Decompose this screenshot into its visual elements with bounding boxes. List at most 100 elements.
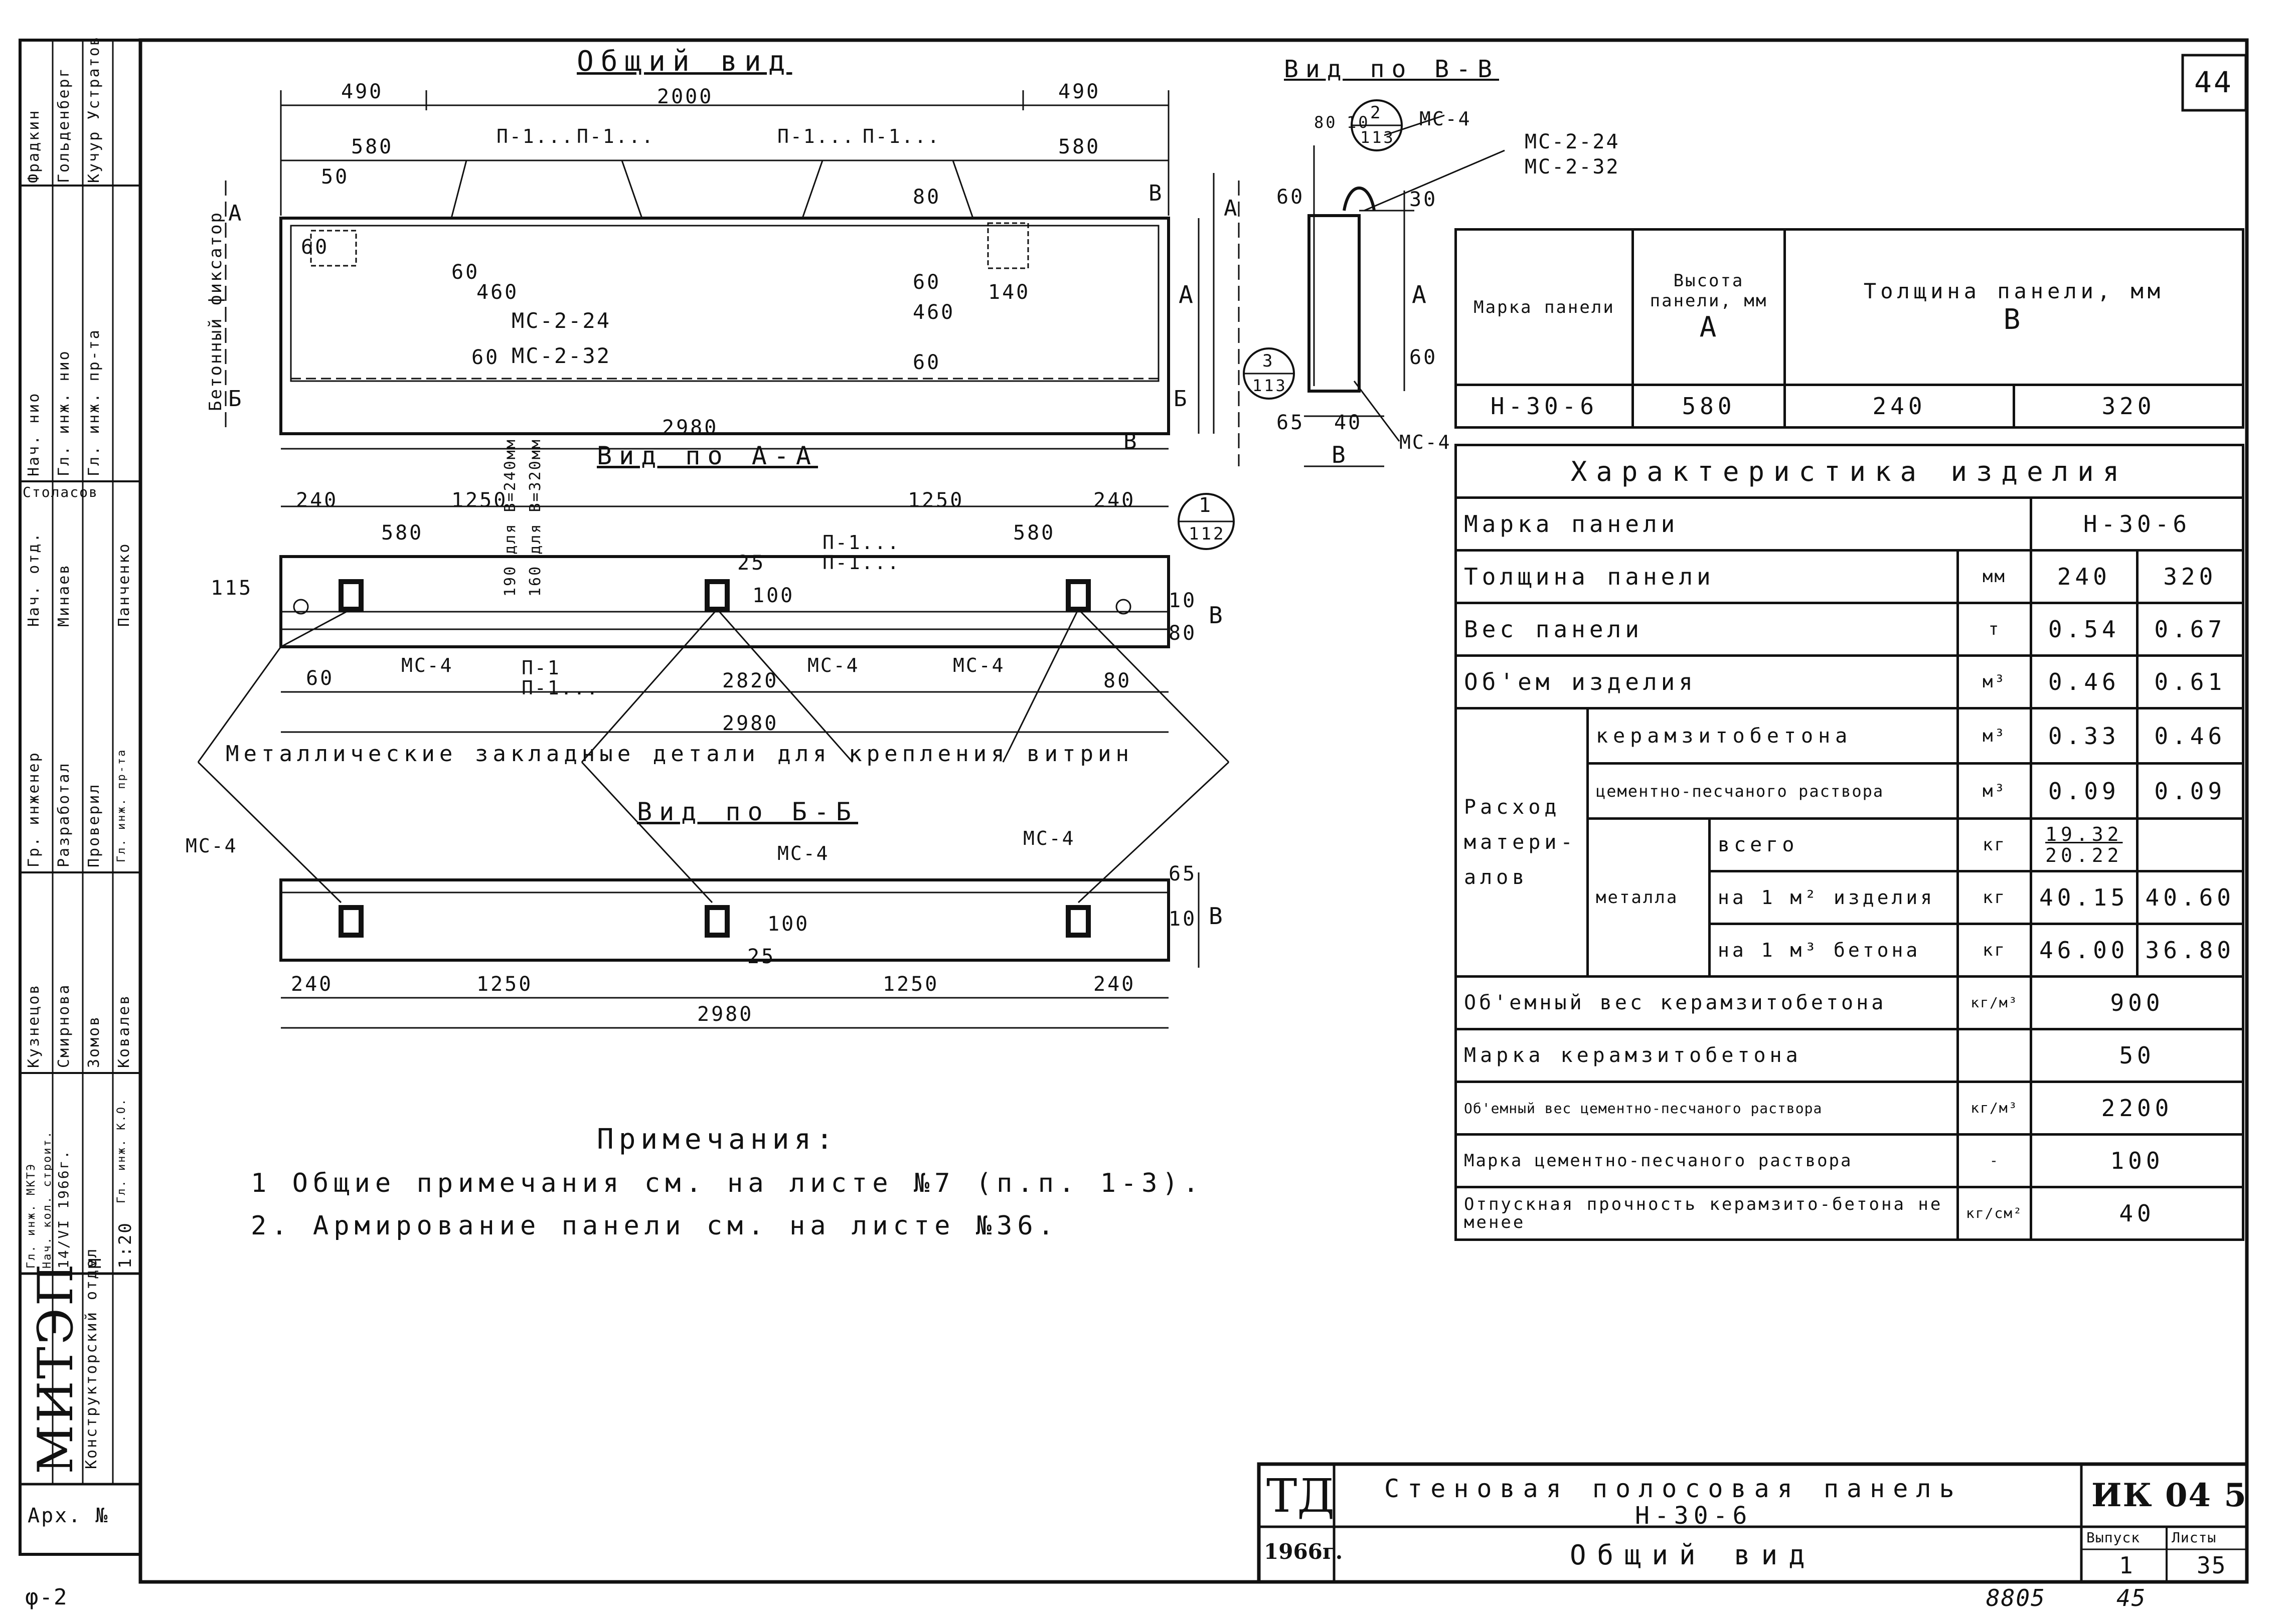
stamp-person-19: Гл. инж. К.О. xyxy=(115,1097,128,1203)
section-mark-b-left: Б xyxy=(228,386,243,412)
loop-label-2: П-1... xyxy=(577,125,655,147)
stamp-person-15: Ковалев xyxy=(115,994,133,1068)
aa-dim-2820: 2820 xyxy=(722,669,779,692)
tail-row-grade-keramzit-name: Марка керамзитобетона xyxy=(1454,1028,1959,1083)
section-mark-a-right: А xyxy=(1224,196,1239,221)
tail-row-strength-value: 40 xyxy=(2030,1186,2244,1241)
vv-dim-30: 30 xyxy=(1409,188,1438,211)
aa-callout-number: 1 xyxy=(1199,494,1213,517)
tail-row-density-keramzit-unit: кг/м³ xyxy=(1956,975,2033,1030)
cons-row-per-m2-v1: 40.15 xyxy=(2030,870,2139,925)
cons-row-mortar-name: цементно-песчаного раствора xyxy=(1586,762,1959,820)
notes-title: Примечания: xyxy=(597,1123,838,1156)
cons-row-total-v1b: 20.22 xyxy=(2045,844,2123,866)
char-row-volume-name: Об'ем изделия xyxy=(1454,654,1959,709)
loop-label-3: П-1... xyxy=(777,125,856,147)
char-row-thickness-v2: 320 xyxy=(2136,549,2245,604)
title-block-sheet: 35 xyxy=(2197,1552,2227,1579)
tail-row-density-mortar-unit: кг/м³ xyxy=(1956,1081,2033,1136)
title-block-issue: 1 xyxy=(2119,1552,2133,1579)
panel-table-header-height: Высота панели, мм А xyxy=(1631,228,1786,386)
aa-loop-bottom-2: П-1... xyxy=(522,677,600,699)
cons-row-per-m2-name: на 1 м² изделия xyxy=(1708,870,1959,925)
title-block-view-name: Общий вид xyxy=(1570,1539,1816,1571)
aa-dim-b: В xyxy=(1209,602,1225,629)
bb-dim-25: 25 xyxy=(747,945,776,968)
stamp-scale-label: М xyxy=(85,1257,105,1269)
vv-dim-80: 80 xyxy=(1314,113,1338,132)
cons-row-keramzit-v2: 0.46 xyxy=(2136,707,2245,765)
dim-left-60a: 60 xyxy=(451,261,480,284)
dim-580-right: 580 xyxy=(1058,135,1101,158)
vv-dim-10: 10 xyxy=(1347,113,1370,132)
cons-row-keramzit-unit: м³ xyxy=(1956,707,2033,765)
char-row-thickness-name: Толщина панели xyxy=(1454,549,1959,604)
vv-dim-a: А xyxy=(1412,281,1428,309)
aa-dim-115: 115 xyxy=(211,577,253,600)
title-block-product-line2: Н-30-6 xyxy=(1635,1502,1752,1530)
tail-row-density-mortar-name: Об'емный вес цементно-песчаного раствора xyxy=(1454,1081,1959,1136)
panel-table-header-thickness-label: Толщина панели, мм xyxy=(1863,278,2165,303)
panel-table-header-thickness: Толщина панели, мм В xyxy=(1783,228,2244,386)
vv-dim-60-bottom: 60 xyxy=(1409,346,1438,369)
cons-row-total-values: 19.32 20.22 xyxy=(2030,817,2139,872)
stamp-person-17: Гл. инж. МКТЭ xyxy=(25,1162,38,1269)
vv-callout-bottom-sheet: 113 xyxy=(1252,376,1287,395)
aa-dim-1250-left: 1250 xyxy=(451,489,508,512)
char-row-weight-unit: т xyxy=(1956,602,2033,657)
vv-label-mc4-top: МС-4 xyxy=(1419,108,1471,130)
aa-dim-1250-right: 1250 xyxy=(908,489,964,512)
panel-table-mark: Н-30-6 xyxy=(1454,384,1634,429)
bb-embed-mc4-2: МС-4 xyxy=(777,842,830,864)
panel-table-header-b: В xyxy=(2003,303,2025,336)
section-mark-a-left: А xyxy=(228,201,243,226)
title-block-year: 1966г. xyxy=(1264,1539,1343,1564)
tail-row-grade-mortar-unit: - xyxy=(1956,1133,2033,1188)
aa-dim-2980: 2980 xyxy=(722,712,779,735)
cons-row-keramzit-name: керамзитобетона xyxy=(1586,707,1959,765)
loop-label-1: П-1... xyxy=(497,125,575,147)
dim-left-50: 50 xyxy=(321,165,350,189)
bb-dim-2980: 2980 xyxy=(697,1003,754,1026)
dim-right-80: 80 xyxy=(913,186,941,209)
tail-row-grade-mortar-name: Марка цементно-песчаного раствора xyxy=(1454,1133,1959,1188)
aa-note-h-320: 160 для В=320мм xyxy=(527,438,544,597)
bb-dim-240-right: 240 xyxy=(1093,973,1136,996)
dim-left-60c: 60 xyxy=(301,236,330,259)
dim-left-60b: 60 xyxy=(471,346,500,369)
tail-row-strength-unit: кг/см² xyxy=(1956,1186,2033,1241)
stamp-date: 14/VI 1966г. xyxy=(55,1149,72,1269)
char-row-thickness-v1: 240 xyxy=(2030,549,2139,604)
bb-dim-10: 10 xyxy=(1169,908,1197,931)
aa-dim-10: 10 xyxy=(1169,589,1197,612)
char-row-weight-v2: 0.67 xyxy=(2136,602,2245,657)
dim-right-460: 460 xyxy=(913,301,955,324)
concrete-fixator-label: Бетонный фиксатор xyxy=(206,211,226,411)
panel-table-thickness-320: 320 xyxy=(2013,384,2244,429)
cons-row-mortar-unit: м³ xyxy=(1956,762,2033,820)
aa-dim-60: 60 xyxy=(306,667,335,690)
tail-row-grade-keramzit-value: 50 xyxy=(2030,1028,2244,1083)
dim-right-60b: 60 xyxy=(913,351,941,374)
vv-dim-60-top: 60 xyxy=(1276,186,1305,209)
panel-table-header-a: А xyxy=(1699,311,1718,343)
stamp-person-1: Гольденберг xyxy=(55,67,73,183)
bb-dim-100: 100 xyxy=(767,913,810,936)
bb-dim-1250-right: 1250 xyxy=(883,973,939,996)
panel-table-header-height-label: Высота панели, мм xyxy=(1650,271,1768,311)
corner-mark: φ-2 xyxy=(25,1584,68,1610)
cons-row-total-name: всего xyxy=(1708,817,1959,872)
dim-2980-general: 2980 xyxy=(662,416,719,439)
aa-embed-mc4-1: МС-4 xyxy=(401,654,453,676)
dim-right-60a: 60 xyxy=(913,271,941,294)
stamp-person-20: Гл. инж. пр-та xyxy=(115,748,128,862)
dim-580-left: 580 xyxy=(351,135,394,158)
cons-row-keramzit-v1: 0.33 xyxy=(2030,707,2139,765)
cons-row-total-v2 xyxy=(2136,817,2245,872)
panel-table-header-mark: Марка панели xyxy=(1454,228,1634,386)
stamp-scale: 1:20 xyxy=(115,1221,135,1269)
bottom-right-number: 8805 xyxy=(1986,1584,2046,1611)
aa-dim-580-left: 580 xyxy=(381,521,424,545)
